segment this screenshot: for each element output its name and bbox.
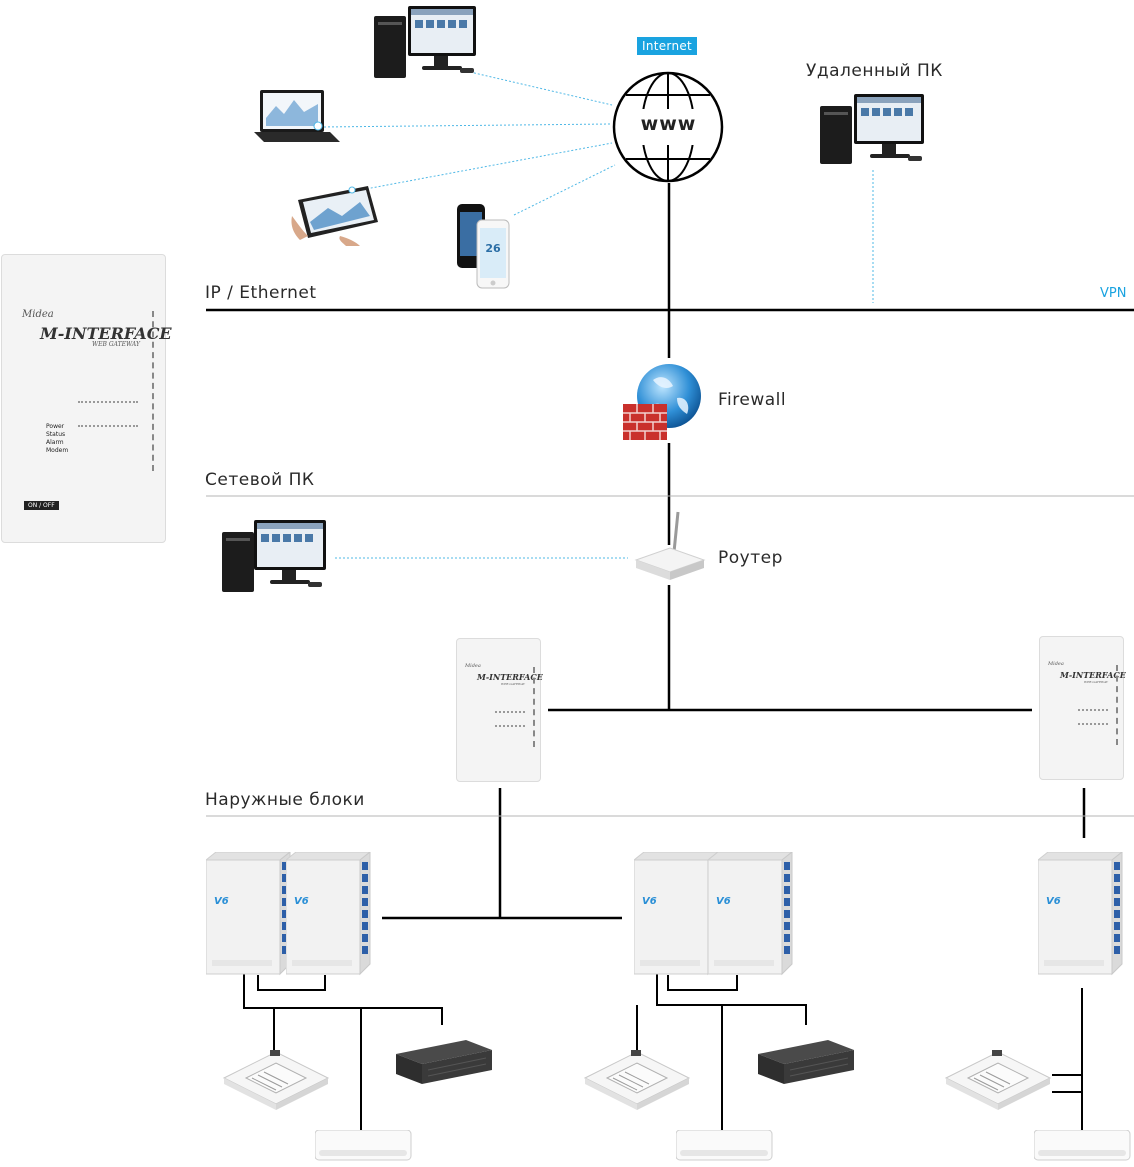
indoor-wall-3: [1034, 1130, 1131, 1161]
firewall-icon: [623, 364, 701, 440]
remote-pc-label: Удаленный ПК: [806, 61, 943, 81]
firewall-label: Firewall: [718, 390, 787, 410]
outdoor-unit-1a: [206, 852, 291, 975]
gateway-title: M-INTERFACE: [477, 672, 543, 682]
gateway-title: M-INTERFACE: [40, 324, 172, 343]
gateway-title: M-INTERFACE: [1060, 670, 1126, 680]
network-pc-label: Сетевой ПК: [205, 470, 315, 490]
smartphone-icon: 26: [457, 204, 510, 289]
led-row: [495, 711, 525, 713]
outdoor-unit-2b: [708, 852, 793, 975]
m-interface-gateway-large: Midea M-INTERFACE WEB GATEWAY Power Stat…: [1, 254, 172, 543]
tablet-icon: [291, 186, 378, 246]
vpn-label: VPN: [1100, 286, 1127, 301]
globe-icon: [612, 71, 724, 183]
led-row: [495, 725, 525, 727]
side-connectors: [152, 311, 161, 471]
internet-badge: Internet: [637, 37, 698, 55]
remote-pc-icon: [820, 94, 924, 164]
laptop-icon: [254, 90, 340, 142]
gateway-brand: Midea: [1048, 661, 1064, 667]
m-interface-gateway-2: Midea M-INTERFACE WEB GATEWAY: [1039, 636, 1126, 780]
desktop-computer-icon: [374, 6, 476, 78]
svg-text:26: 26: [485, 242, 501, 255]
indoor-cassette-1: [223, 1049, 329, 1111]
router-label: Роутер: [718, 548, 783, 568]
m-interface-gateway-1: Midea M-INTERFACE WEB GATEWAY: [456, 638, 543, 782]
www-label: www: [640, 113, 697, 135]
led-row-2: [78, 425, 138, 431]
indoor-cassette-2: [584, 1049, 690, 1111]
outdoor-unit-1b: [286, 852, 371, 975]
outdoor-unit-3: [1038, 852, 1123, 975]
indoor-cassette-3: [945, 1049, 1051, 1111]
indoor-duct-1: [396, 1040, 493, 1085]
side-connectors: [533, 667, 535, 747]
led-row-1: [78, 401, 138, 407]
led-row: [1078, 723, 1108, 725]
indicator-modem: Modem: [46, 447, 69, 454]
network-pc-icon: [222, 520, 326, 592]
indoor-wall-1: [315, 1130, 412, 1161]
gateway-subtitle: WEB GATEWAY: [501, 682, 525, 686]
router-icon: [634, 511, 706, 580]
indicator-power: Power: [46, 423, 65, 430]
gateway-brand: Midea: [22, 309, 54, 320]
side-connectors: [1116, 665, 1118, 745]
gateway-subtitle: WEB GATEWAY: [1084, 680, 1108, 684]
gateway-brand: Midea: [465, 663, 481, 669]
ip-ethernet-label: IP / Ethernet: [205, 283, 317, 303]
indicator-alarm: Alarm: [46, 439, 64, 446]
indoor-duct-2: [758, 1040, 855, 1085]
gateway-subtitle: WEB GATEWAY: [92, 341, 140, 348]
indoor-wall-2: [676, 1130, 773, 1161]
power-switch: ON / OFF: [24, 501, 59, 510]
indicator-status: Status: [46, 431, 66, 438]
outdoor-units-label: Наружные блоки: [205, 790, 365, 810]
led-row: [1078, 709, 1108, 711]
